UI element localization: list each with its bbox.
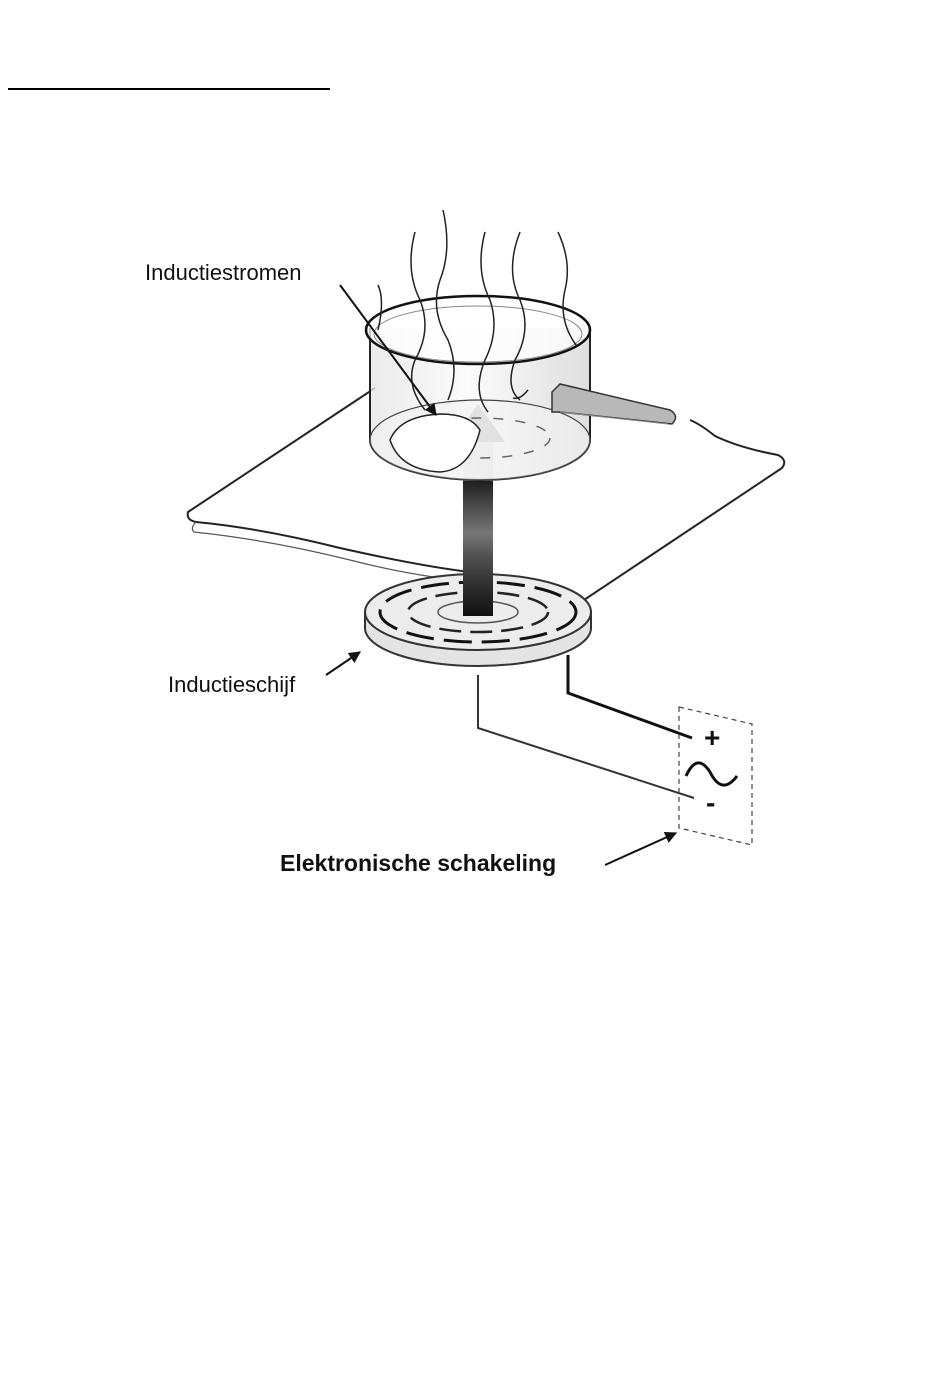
electronic-circuit-label: Elektronische schakeling [280, 850, 556, 876]
coil-pointer [326, 652, 360, 675]
eddy-currents-label: Inductiestromen [145, 260, 302, 285]
circuit-pointer [605, 833, 676, 865]
induction-coil-label: Inductieschijf [168, 672, 296, 697]
positive-terminal-label: + [704, 722, 720, 753]
negative-terminal-label: - [706, 787, 715, 818]
ac-wave-icon [686, 763, 737, 785]
power-cables [478, 655, 694, 798]
